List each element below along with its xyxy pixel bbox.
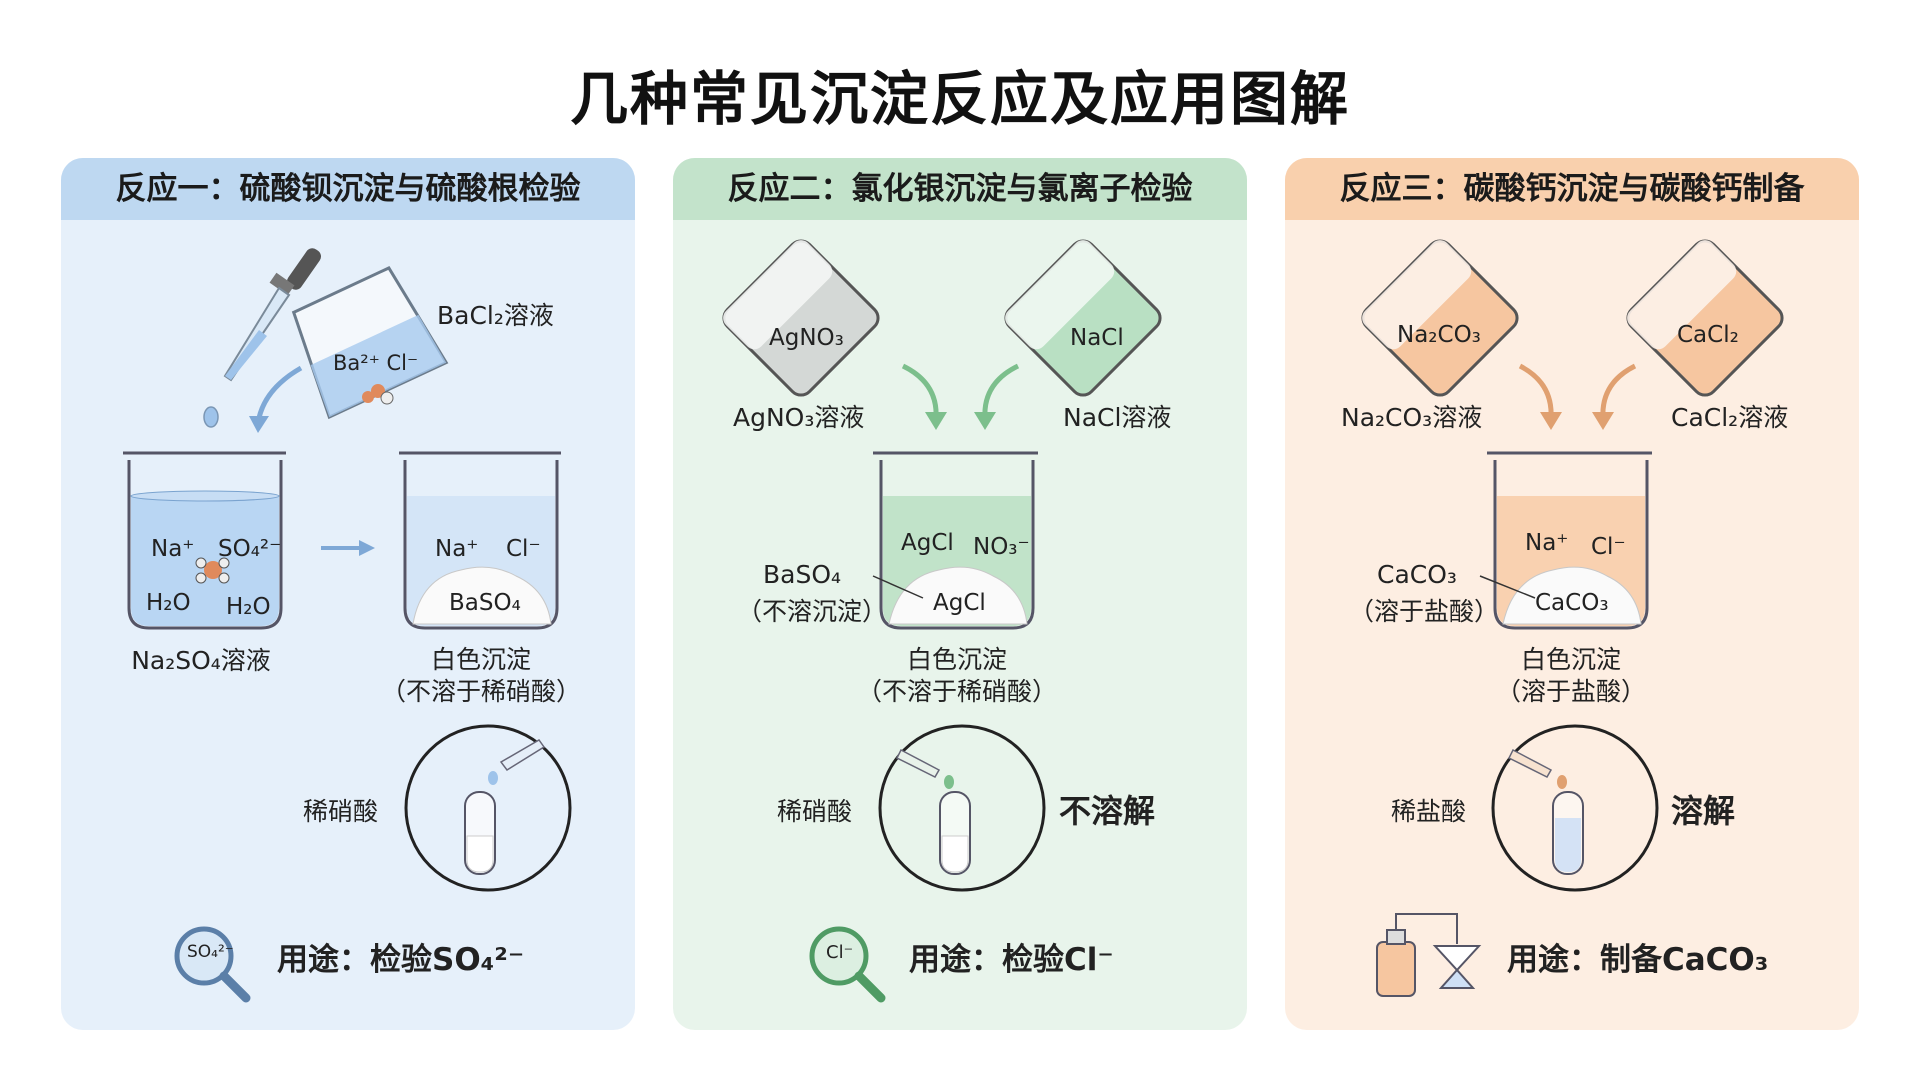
flask-left-label: AgNO₃ [769, 325, 844, 351]
beaker-ion-na: Na⁺ [1525, 530, 1569, 556]
test-tube-icon [404, 724, 572, 892]
solution-left-label: Na₂CO₃溶液 [1341, 403, 1483, 432]
panel-reaction-3: 反应三：碳酸钙沉淀与碳酸钙制备 [1285, 158, 1859, 1030]
beaker2-ion-na: Na⁺ [435, 536, 479, 562]
magnifier-text: SO₄²⁻ [187, 942, 234, 962]
result-line-2: （不溶于稀硝酸） [856, 677, 1057, 706]
flask-right-label: NaCl [1070, 325, 1124, 351]
solution-right-label: NaCl溶液 [1063, 403, 1172, 432]
beaker1-ion-h2o-1: H₂O [146, 590, 191, 616]
use-text: 用途：检验Cl⁻ [909, 942, 1114, 978]
result-line-2: （溶于盐酸） [1495, 677, 1646, 706]
panel-2-illustration [722, 239, 1162, 1003]
page-title: 几种常见沉淀反应及应用图解 [569, 65, 1350, 133]
test-acid-label: 稀硝酸 [303, 797, 379, 826]
precipitate-label: AgCl [933, 590, 986, 616]
precipitate-label: CaCO₃ [1535, 590, 1609, 616]
bacl2-flask-icon [291, 266, 449, 420]
beaker-baso4-icon [399, 451, 561, 630]
panel-2-header: 反应二：氯化银沉淀与氯离子检验 [673, 158, 1247, 220]
result-line-1: 白色沉淀 [1520, 645, 1621, 674]
side-label-2: （不溶沉淀） [737, 597, 888, 626]
beaker1-ion-h2o-2: H₂O [226, 594, 271, 620]
panel-3-illustration [1361, 239, 1784, 997]
side-label-1: CaCO₃ [1377, 560, 1457, 589]
beaker-ion-agcl: AgCl [901, 530, 954, 556]
panel-1-header: 反应一：硫酸钡沉淀与硫酸根检验 [61, 158, 635, 220]
cacl2-flask-icon [1626, 239, 1784, 397]
solution-left-label: AgNO₃溶液 [733, 403, 865, 432]
test-tube-icon [1491, 724, 1659, 892]
beaker-caco3-icon [1487, 451, 1652, 630]
side-label-2: （溶于盐酸） [1349, 597, 1500, 626]
beaker2-ion-cl: Cl⁻ [506, 536, 541, 562]
magnifier-icon [809, 926, 886, 1003]
nacl-flask-icon [1004, 239, 1162, 397]
test-tube-icon [878, 724, 1046, 892]
flask-right-label: CaCl₂ [1677, 322, 1739, 348]
beaker1-ion-na: Na⁺ [151, 536, 195, 562]
test-acid-label: 稀硝酸 [777, 797, 853, 826]
solution-right-label: CaCl₂溶液 [1671, 403, 1789, 432]
dropper-icon [203, 248, 321, 428]
beaker1-label: Na₂SO₄溶液 [131, 646, 271, 675]
ion-cluster-icon [362, 384, 394, 405]
test-result-label: 溶解 [1671, 792, 1736, 830]
flask-ion-label: Ba²⁺ Cl⁻ [333, 351, 419, 375]
agno3-flask-icon [722, 239, 880, 397]
panel-1-illustration [123, 248, 572, 1003]
panel-3-header: 反应三：碳酸钙沉淀与碳酸钙制备 [1285, 158, 1859, 220]
beaker-na2so4-icon [123, 451, 286, 630]
test-result-label: 不溶解 [1059, 792, 1156, 830]
use-text: 用途：制备CaCO₃ [1507, 942, 1769, 978]
beaker-ion-cl: Cl⁻ [1591, 534, 1626, 560]
panel-reaction-2: 反应二：氯化银沉淀与氯离子检验 AgN [673, 158, 1247, 1030]
precipitate-label: BaSO₄ [449, 590, 521, 616]
beaker1-ion-so4: SO₄²⁻ [218, 536, 282, 562]
result-line-2: （不溶于稀硝酸） [380, 677, 581, 706]
na2co3-flask-icon [1361, 239, 1519, 397]
flask-left-label: Na₂CO₃ [1397, 322, 1481, 348]
side-label-1: BaSO₄ [763, 560, 842, 589]
result-line-1: 白色沉淀 [906, 645, 1007, 674]
magnifier-text: Cl⁻ [826, 942, 854, 963]
filtration-apparatus-icon [1376, 913, 1482, 997]
result-line-1: 白色沉淀 [430, 645, 531, 674]
use-text: 用途：检验SO₄²⁻ [277, 942, 525, 978]
test-acid-label: 稀盐酸 [1391, 797, 1467, 826]
panel-reaction-1: 反应一：硫酸钡沉淀与硫酸根检验 [61, 158, 635, 1030]
beaker-ion-no3: NO₃⁻ [973, 534, 1030, 560]
magnifier-icon [174, 926, 251, 1003]
reagent-label: BaCl₂溶液 [437, 301, 554, 330]
beaker-agcl-icon [873, 451, 1038, 630]
